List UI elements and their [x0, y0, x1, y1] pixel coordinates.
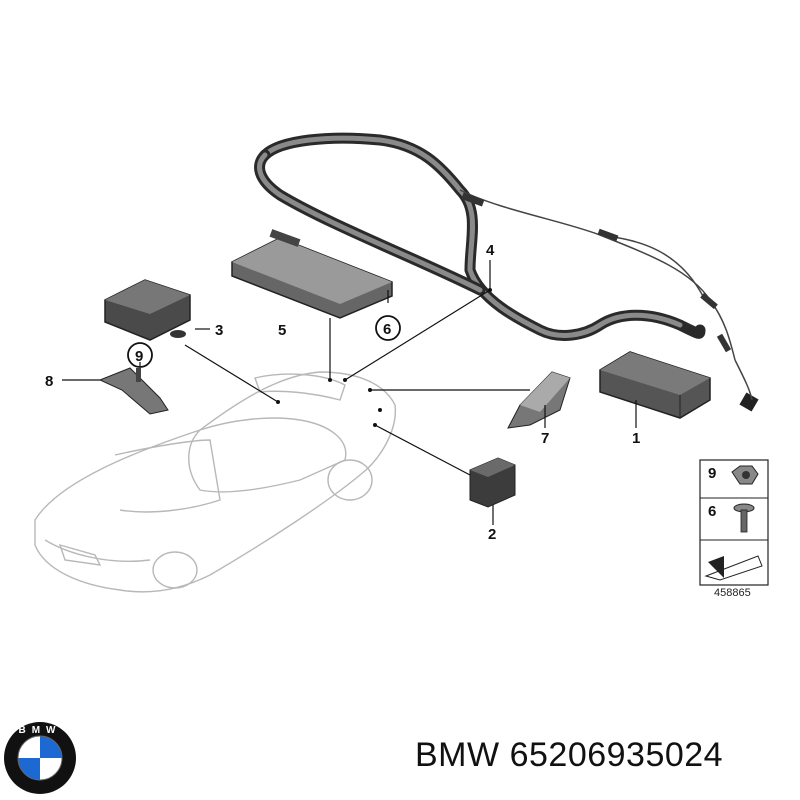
part-number: 65206935024 — [509, 736, 724, 774]
callout-6-ring — [375, 315, 401, 341]
leader-lines — [62, 260, 637, 525]
fastener-legend: 9 6 — [699, 459, 769, 586]
bracket-8-graphic — [98, 367, 169, 415]
callout-2: 2 — [488, 526, 496, 543]
legend-label-9: 9 — [708, 465, 716, 482]
callout-1: 1 — [632, 430, 640, 447]
callout-8: 8 — [45, 373, 53, 390]
callout-5: 5 — [278, 322, 286, 339]
screw-icon — [733, 503, 755, 533]
bmw-logo: BMW — [4, 722, 76, 794]
callout-3: 3 — [215, 322, 223, 339]
callout-7: 7 — [541, 430, 549, 447]
bmw-logo-text: BMW — [19, 725, 62, 736]
module-3-graphic — [104, 279, 191, 341]
arrow-icon — [704, 555, 763, 581]
callout-9-ring — [127, 342, 153, 368]
module-1-graphic — [599, 351, 711, 419]
brand-name: BMW — [415, 736, 500, 774]
bracket-7-graphic — [507, 371, 571, 429]
diagram-reference-number: 458865 — [714, 587, 751, 599]
callout-9: 9 — [135, 348, 143, 365]
module-5-graphic — [231, 229, 393, 319]
callout-6: 6 — [383, 321, 391, 338]
antenna-cable — [254, 132, 759, 412]
module-2-graphic — [469, 457, 516, 508]
legend-label-6: 6 — [708, 503, 716, 520]
leader-dots — [276, 288, 492, 427]
callout-4: 4 — [486, 242, 495, 259]
car-outline — [34, 371, 396, 593]
